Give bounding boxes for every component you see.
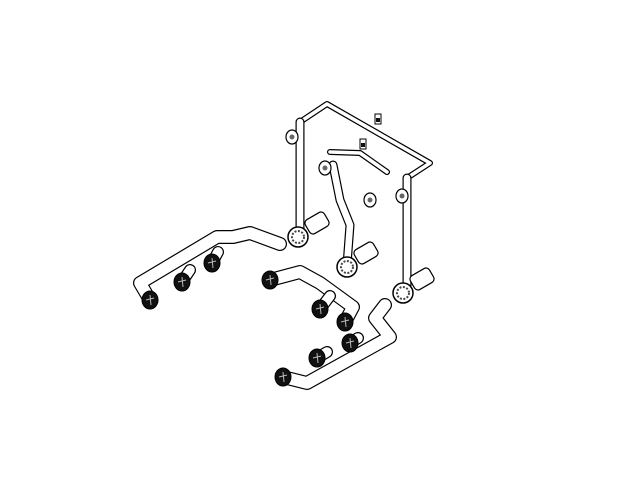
pump-icon — [287, 226, 309, 248]
hose-middle-fill — [264, 266, 359, 328]
gauge-hub — [322, 165, 328, 171]
gauge-hub — [289, 134, 295, 140]
gauge-hub — [367, 197, 373, 203]
nozzle-vanes — [207, 257, 217, 269]
pump-impeller — [291, 230, 305, 244]
nozzle-vanes — [177, 276, 187, 288]
pump-icon — [336, 256, 358, 278]
top-manifold-fill — [298, 102, 432, 180]
hose-right-fill — [277, 299, 396, 389]
hose-left-fill — [134, 227, 286, 306]
second-manifold-fill — [328, 150, 389, 174]
gauge-hub — [399, 193, 405, 199]
nozzle-vanes — [312, 352, 322, 364]
riser-middle-fill — [329, 161, 354, 269]
pump-motor — [304, 211, 330, 235]
pump-motor — [353, 241, 379, 265]
components — [141, 113, 435, 387]
nozzle-vanes — [265, 274, 275, 286]
nozzle-vanes — [278, 371, 288, 383]
pipe-network — [133, 101, 433, 390]
nozzle-vanes — [340, 316, 350, 328]
nozzle-vanes — [145, 294, 155, 306]
valve-band — [376, 118, 380, 122]
second-manifold — [327, 149, 390, 175]
nozzle-vanes — [315, 303, 325, 315]
pump-impeller — [340, 260, 354, 274]
pump-impeller — [396, 286, 410, 300]
valve-band — [361, 143, 365, 147]
pump-motor — [409, 267, 435, 291]
nozzle-vanes — [345, 337, 355, 349]
pump-icon — [392, 282, 414, 304]
